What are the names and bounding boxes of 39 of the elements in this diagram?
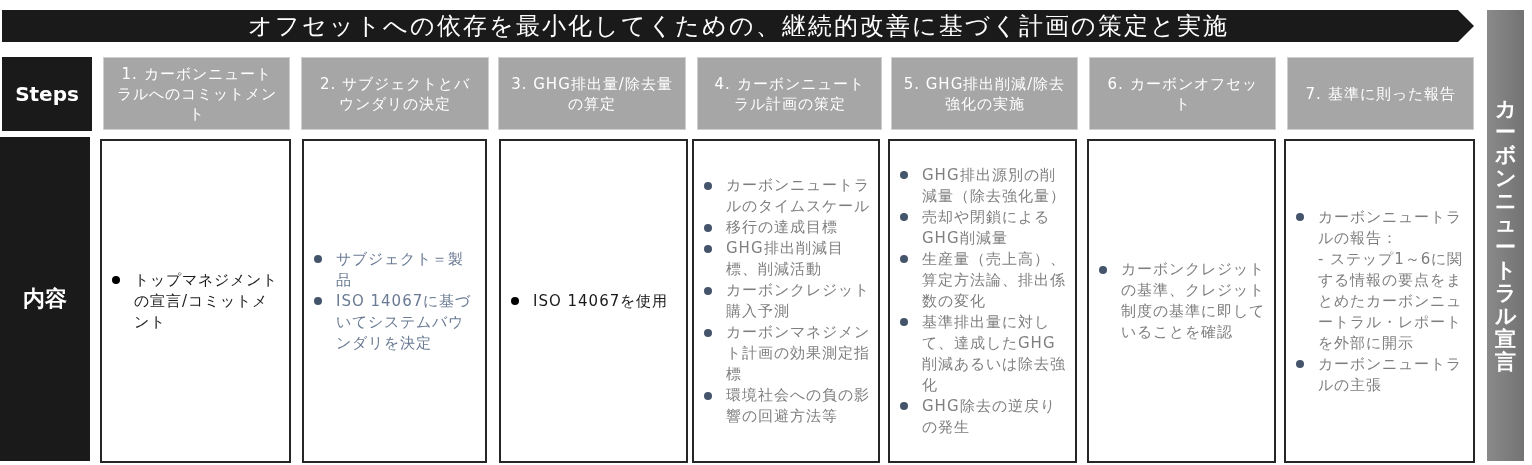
bullet-text: 売却や閉鎖によるGHG削減量	[922, 206, 1051, 249]
bullet-text: 移行の達成目標	[726, 217, 839, 238]
bullet-text: トップマネジメントの宣言/コミットメント	[134, 269, 279, 333]
side-banner	[1487, 10, 1524, 461]
step-header: 5. GHG排出削減/除去強化の実施	[891, 57, 1078, 130]
bullet-text: ISO 14067に基づいてシステムバウンダリを決定	[336, 290, 473, 354]
bullet-text: GHG排出削減目標、削減活動	[726, 238, 845, 280]
bullet-text: カーボンクレジットの基準、クレジット制度の基準に即していることを確認	[1121, 259, 1266, 343]
step-header: 4. カーボンニュートラル計画の策定	[697, 57, 882, 130]
bullet-text: 環境社会への負の影響の回避方法等	[726, 385, 871, 427]
step-header: 3. GHG排出量/除去量の算定	[498, 57, 686, 130]
content-box	[1087, 139, 1276, 463]
content-box	[100, 139, 291, 463]
bullet-text: - ステップ1～6に関する情報の要点をまとめたカーボンニュートラル・レポートを外部に開示	[1318, 248, 1465, 354]
bullet-text: GHG除去の逆戻りの発生	[922, 395, 1057, 438]
bullet-text: 生産量（売上高）、算定方法論、排出係数の変化	[922, 248, 1067, 312]
content-box	[888, 139, 1077, 463]
bullet-text: サブジェクト＝製品	[336, 248, 465, 291]
content-box	[692, 139, 880, 463]
bullet-text: カーボンニュートラルの主張	[1318, 353, 1463, 396]
step-header: 6. カーボンオフセット	[1089, 57, 1276, 130]
content-box	[499, 139, 688, 463]
bullet-text: カーボンニュートラルのタイムスケール	[726, 175, 871, 217]
content-box	[1284, 139, 1475, 463]
bullet-text: ISO 14067を使用	[533, 290, 670, 312]
bullet-text: 基準排出量に対して、達成したGHG削減あるいは除去強化	[922, 311, 1067, 396]
bullet-text: カーボンクレジット購入予測	[726, 280, 871, 322]
bullet-text: カーボンニュートラルの報告：	[1318, 206, 1463, 249]
step-header: 2. サブジェクトとバウンダリの決定	[301, 57, 489, 130]
content-box	[302, 139, 487, 463]
banner-title: オフセットへの依存を最小化してくための、継続的改善に基づく計画の策定と実施	[247, 11, 1229, 41]
row-header: 内容	[0, 137, 90, 461]
bullet-text: GHG排出源別の削減量（除去強化量）	[922, 164, 1067, 207]
side-banner-text: カーボンニュートラル宣言	[1494, 97, 1517, 374]
step-header: 7. 基準に則った報告	[1287, 57, 1474, 130]
title-band	[2, 10, 1474, 42]
bullet-text: カーボンマネジメント計画の効果測定指標	[726, 322, 871, 385]
step-header: 1. カーボンニュートラルへのコミットメント	[103, 57, 290, 130]
row-header: Steps	[2, 57, 92, 131]
